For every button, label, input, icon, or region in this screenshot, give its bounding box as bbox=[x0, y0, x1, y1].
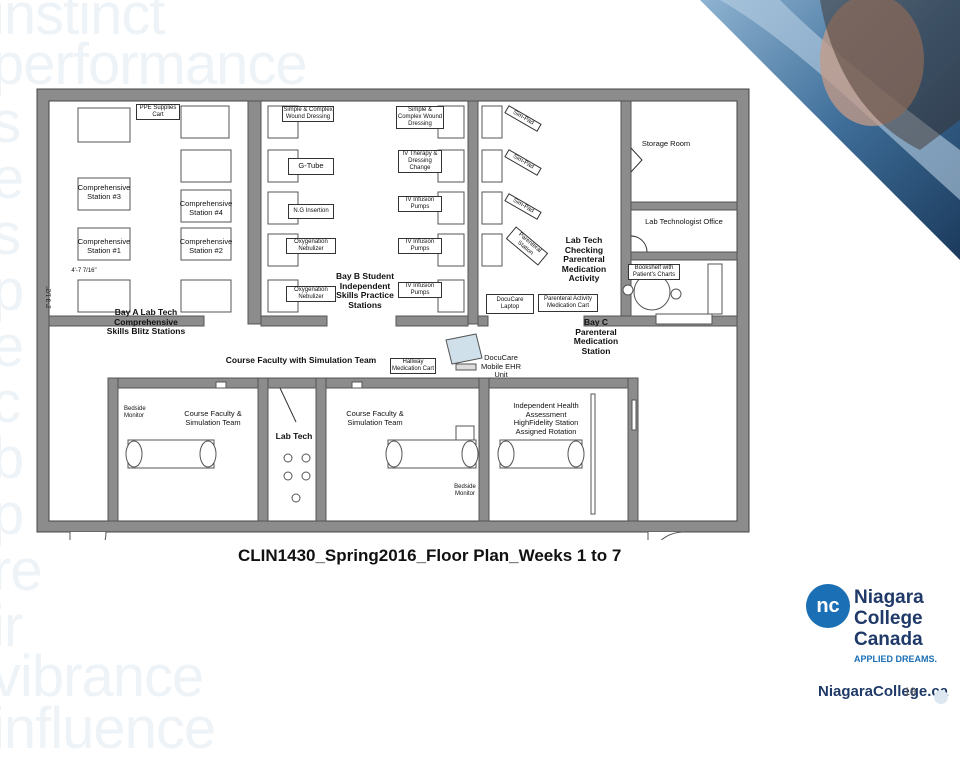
website-url[interactable]: NiagaraCollege.ca bbox=[818, 683, 949, 700]
iv-pump-station: IV Infusion Pumps bbox=[398, 238, 442, 254]
lab-tech-label: Lab Tech bbox=[275, 431, 313, 441]
room-3-label: Independent Health Assessment HighFideli… bbox=[513, 401, 579, 436]
bookshelf-label: Bookshelf with Patient's Charts bbox=[628, 264, 680, 280]
g-tube-station: G-Tube bbox=[288, 158, 334, 175]
page-number: 19 bbox=[904, 686, 917, 698]
bg-word: p bbox=[0, 258, 24, 323]
oxygenation-station: Oxygenation Nebulizer bbox=[286, 286, 336, 302]
bg-word: s bbox=[0, 90, 21, 155]
bg-word: influence bbox=[0, 696, 216, 761]
docucare-laptop: DocuCare Laptop bbox=[486, 294, 534, 314]
bay-a-label: Bay A Lab Tech Comprehensive Skills Blit… bbox=[106, 307, 186, 336]
comprehensive-station-1: Comprehensive Station #1 bbox=[77, 237, 131, 255]
lab-tech-checking-label: Lab Tech Checking Parenteral Medication … bbox=[561, 235, 607, 283]
floor-plan-caption: CLIN1430_Spring2016_Floor Plan_Weeks 1 t… bbox=[238, 546, 622, 565]
bedside-monitor: Bedside Monitor bbox=[454, 484, 476, 497]
hallway-medication-cart: Hallway Medication Cart bbox=[390, 358, 436, 374]
course-faculty-team-label: Course Faculty with Simulation Team bbox=[225, 355, 377, 365]
bg-word: e bbox=[0, 146, 24, 211]
comprehensive-station-2: Comprehensive Station #2 bbox=[179, 237, 233, 255]
bg-word: vibrance bbox=[0, 644, 204, 709]
bg-word: s bbox=[0, 202, 21, 267]
niagara-college-logo: nc Niagara College Canada APPLIED DREAMS… bbox=[806, 580, 956, 670]
dimension-label: 4'-7 7/16" bbox=[71, 268, 97, 274]
ng-insertion-station: N.G Insertion bbox=[288, 204, 334, 219]
dimension-label: 2'-3 1/2" bbox=[46, 286, 53, 309]
iv-pump-station: IV Infusion Pumps bbox=[398, 196, 442, 212]
slide-nav-icon[interactable] bbox=[934, 690, 948, 704]
bg-word: re bbox=[0, 538, 43, 603]
wound-dressing-station: Simple & Complex Wound Dressing bbox=[396, 106, 444, 129]
bedside-monitor: Bedside Monitor bbox=[124, 406, 146, 419]
bg-word: p bbox=[0, 482, 24, 547]
iv-therapy-station: IV Therapy & Dressing Change bbox=[398, 150, 442, 173]
nc-logo-icon: nc bbox=[806, 584, 850, 628]
logo-slogan: APPLIED DREAMS. bbox=[854, 654, 938, 664]
iv-pump-station: IV Infusion Pumps bbox=[398, 282, 442, 298]
comprehensive-station-4: Comprehensive Station #4 bbox=[179, 199, 233, 217]
room-1-label: Course Faculty & Simulation Team bbox=[184, 409, 242, 427]
docucare-mobile-label: DocuCare Mobile EHR Unit bbox=[480, 353, 521, 379]
lab-technologist-office-label: Lab Technologist Office bbox=[645, 217, 723, 226]
bg-word: b bbox=[0, 426, 24, 491]
medication-cart: Parenteral Activity Medication Cart bbox=[538, 294, 598, 312]
comprehensive-station-3: Comprehensive Station #3 bbox=[77, 183, 131, 201]
bg-word: e bbox=[0, 314, 24, 379]
ppe-cart-label: PPE Supplies Cart bbox=[136, 104, 180, 120]
logo-line-2: College bbox=[854, 608, 923, 629]
storage-room-label: Storage Room bbox=[641, 139, 691, 148]
wound-dressing-station: Simple & Complex Wound Dressing bbox=[282, 106, 334, 122]
bay-b-label: Bay B Student Independent Skills Practic… bbox=[335, 271, 395, 310]
bay-c-label: Bay C Parenteral Medication Station bbox=[573, 317, 619, 356]
oxygenation-station: Oxygenation Nebulizer bbox=[286, 238, 336, 254]
bg-word: c bbox=[0, 370, 21, 435]
room-2-label: Course Faculty & Simulation Team bbox=[346, 409, 404, 427]
floor-plan: PPE Supplies Cart Comprehensive Station … bbox=[36, 88, 752, 540]
logo-line-3: Canada bbox=[854, 629, 923, 650]
bg-word: ir bbox=[0, 594, 23, 659]
bg-word: instinct bbox=[0, 0, 166, 47]
logo-line-1: Niagara bbox=[854, 587, 924, 608]
bg-word: performance bbox=[0, 32, 308, 97]
